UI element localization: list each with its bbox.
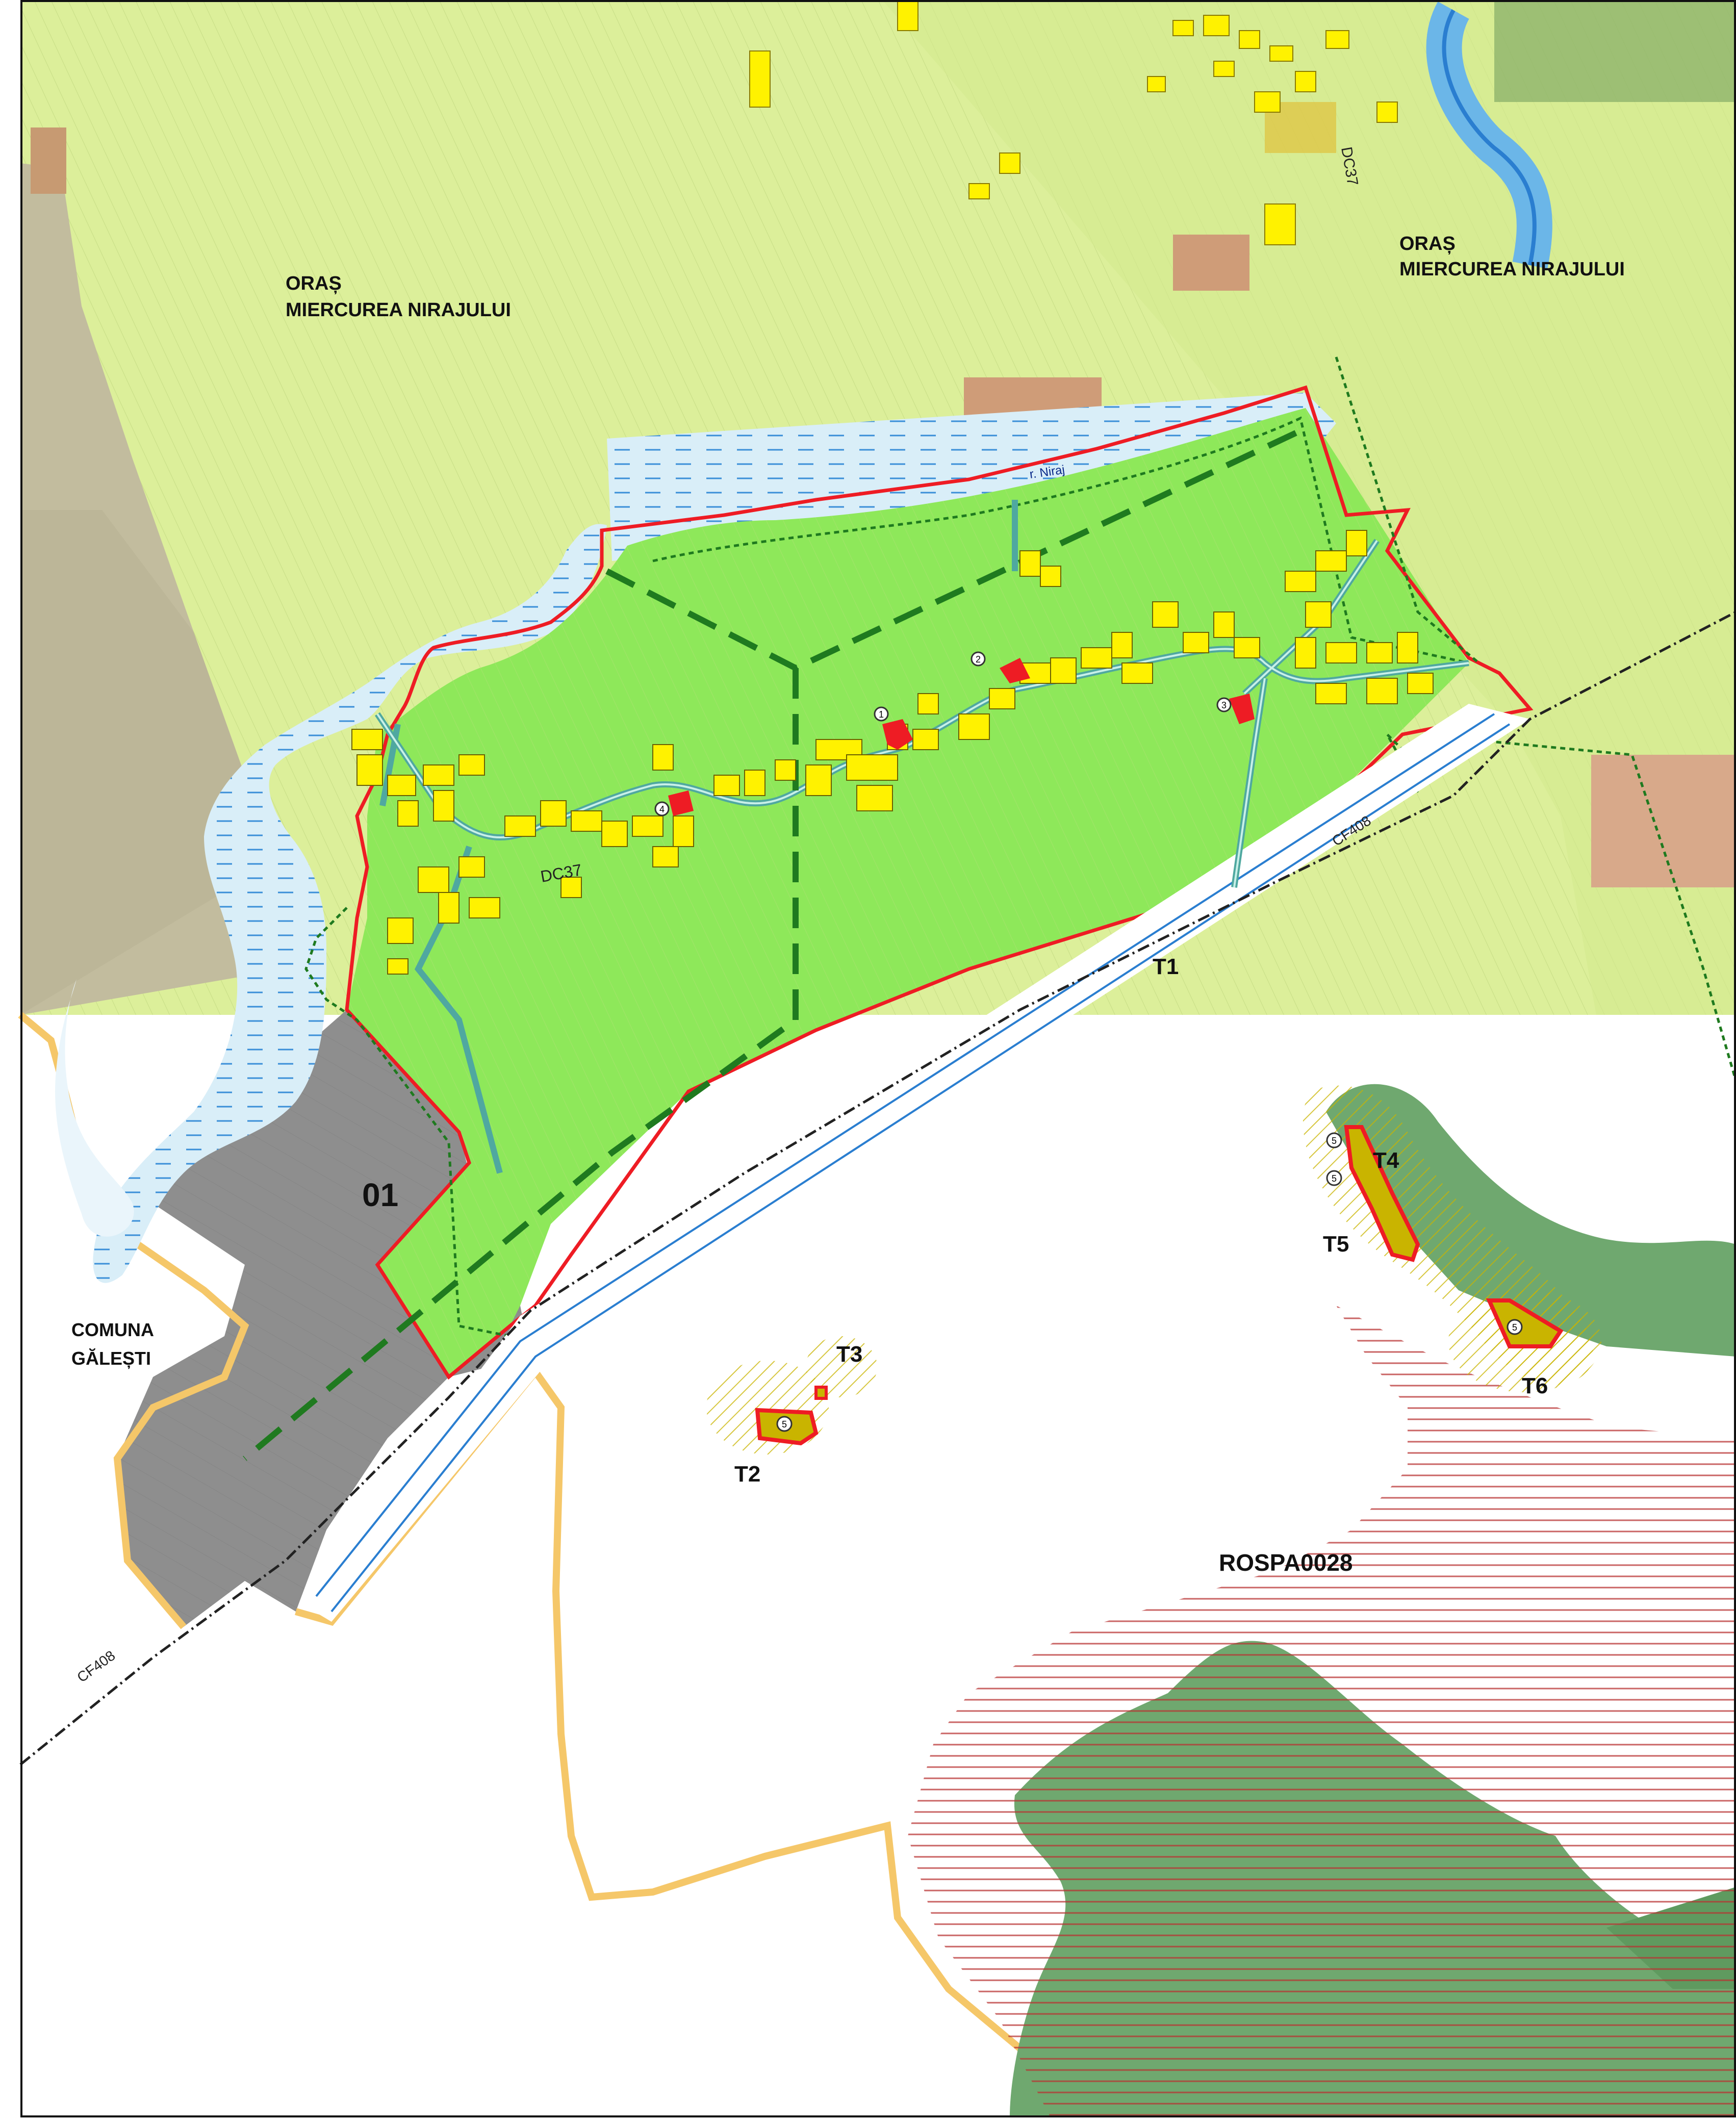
label-zone-01: 01 <box>362 1177 398 1213</box>
rospa-hatch-area <box>908 1306 1736 2117</box>
marker-5-t2[interactable]: 5 <box>776 1416 793 1432</box>
river-channel-north <box>1426 0 1736 269</box>
svg-text:5: 5 <box>1512 1322 1517 1333</box>
village-buildings <box>351 530 1434 975</box>
marker-4[interactable]: 4 <box>654 801 670 816</box>
zone-01-area <box>117 1010 530 1627</box>
marker-5-t4[interactable]: 5 <box>1326 1132 1342 1148</box>
label-t2: T2 <box>734 1462 760 1487</box>
label-oras-right-name: MIERCUREA NIRAJULUI <box>1399 259 1625 280</box>
svg-text:1: 1 <box>879 709 884 720</box>
map-frame-border <box>20 0 1736 2117</box>
marker-5-t6[interactable]: 5 <box>1507 1319 1523 1335</box>
marker-5-t5[interactable]: 5 <box>1326 1170 1342 1186</box>
svg-text:5: 5 <box>1332 1173 1337 1184</box>
svg-text:4: 4 <box>659 804 665 814</box>
label-comuna-name: GĂLEȘTI <box>71 1348 151 1369</box>
lea-lines <box>243 425 1307 1461</box>
t-plots <box>755 1125 1564 1446</box>
intravilan-boundary <box>345 385 1534 1380</box>
label-t6: T6 <box>1522 1373 1548 1398</box>
marker-3[interactable]: 3 <box>1216 697 1232 712</box>
label-t4: T4 <box>1373 1148 1399 1173</box>
label-t3: T3 <box>836 1342 862 1367</box>
marker-1[interactable]: 1 <box>874 706 889 722</box>
railway-corridor <box>19 610 1736 1766</box>
svg-text:5: 5 <box>782 1419 787 1429</box>
marker-2[interactable]: 2 <box>971 651 986 667</box>
svg-text:2: 2 <box>976 654 981 665</box>
label-rail-cf408-west: CF408 <box>74 1647 118 1685</box>
label-t1: T1 <box>1153 954 1179 979</box>
label-oras-left-name: MIERCUREA NIRAJULUI <box>286 299 511 321</box>
northern-buildings <box>749 0 1398 245</box>
label-oras-right: ORAȘ <box>1399 233 1456 254</box>
svg-text:5: 5 <box>1332 1136 1337 1146</box>
label-comuna: COMUNA <box>71 1319 154 1340</box>
label-rospa: ROSPA0028 <box>1219 1549 1353 1576</box>
river-floodplain <box>55 393 1336 1283</box>
label-t5: T5 <box>1323 1232 1349 1257</box>
label-oras-left: ORAȘ <box>286 273 342 294</box>
svg-text:3: 3 <box>1221 700 1227 710</box>
public-plots <box>668 658 1255 816</box>
